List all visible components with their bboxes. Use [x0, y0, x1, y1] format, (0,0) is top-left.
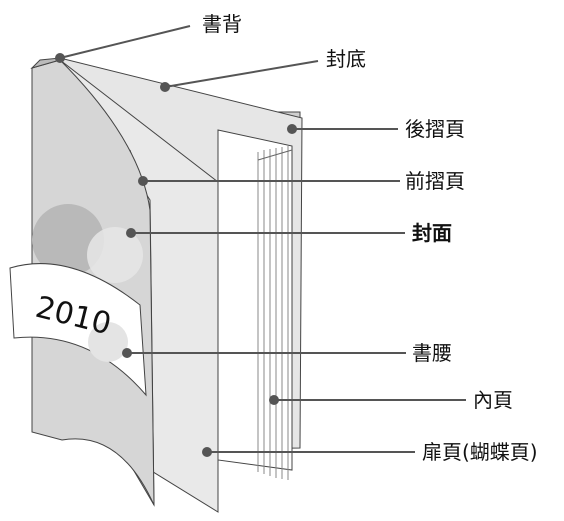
cover-circle-large	[32, 204, 104, 276]
dot-inner-pages	[269, 395, 279, 405]
label-front-cover: 封面	[412, 221, 452, 245]
dot-back-cover	[160, 82, 170, 92]
dot-front-cover	[126, 228, 136, 238]
obi-band-shape	[9, 263, 147, 397]
dot-obi-band	[122, 348, 132, 358]
dot-front-flap	[138, 176, 148, 186]
obi-band-circle	[88, 322, 128, 362]
label-endpaper: 扉頁(蝴蝶頁)	[422, 440, 538, 464]
dot-endpaper	[202, 447, 212, 457]
inner-pages-shape	[217, 129, 293, 480]
label-obi-band: 書腰	[412, 341, 452, 365]
label-back-flap: 後摺頁	[405, 117, 465, 141]
label-front-flap: 前摺頁	[405, 169, 465, 193]
label-back-cover: 封底	[326, 47, 366, 71]
dot-spine	[55, 53, 65, 63]
leader-spine	[59, 25, 191, 59]
dot-back-flap	[287, 124, 297, 134]
label-spine: 書背	[202, 12, 242, 36]
leader-back-cover	[164, 60, 319, 88]
label-inner-pages: 內頁	[473, 388, 513, 412]
cover-circle-small	[87, 227, 143, 283]
